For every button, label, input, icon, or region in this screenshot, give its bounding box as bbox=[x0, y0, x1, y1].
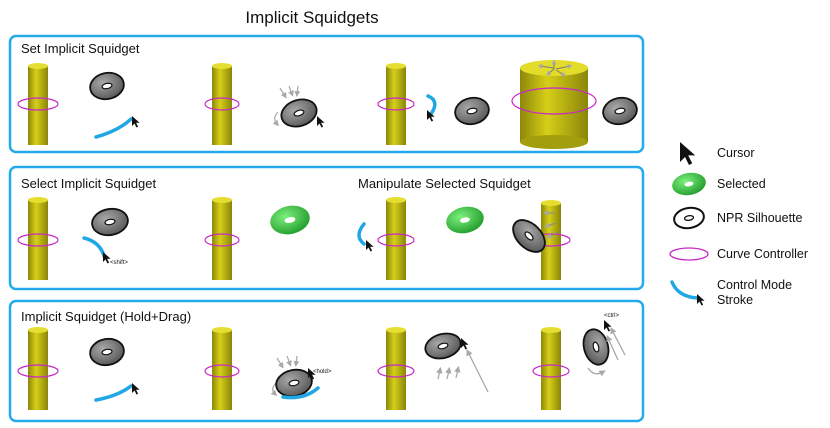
panel-select-frame bbox=[8, 165, 645, 291]
selected-torus-icon bbox=[270, 205, 310, 235]
cursor-icon bbox=[132, 383, 140, 395]
cursor-icon bbox=[308, 368, 316, 380]
drag-arrows-icon bbox=[436, 349, 489, 393]
torus-icon bbox=[89, 71, 125, 101]
panel-hold-frame bbox=[8, 299, 645, 423]
rotate-drag-arrows-icon bbox=[587, 327, 626, 377]
cursor-icon bbox=[604, 320, 612, 332]
panel-title-hold: Implicit Squidget (Hold+Drag) bbox=[21, 309, 191, 324]
legend-label-stroke-line2: Stroke bbox=[717, 293, 753, 307]
torus-icon bbox=[280, 98, 318, 128]
torus-icon bbox=[91, 207, 129, 237]
cylinder-icon bbox=[204, 63, 240, 145]
cursor-icon bbox=[132, 116, 140, 128]
legend-label-cursor: Cursor bbox=[717, 146, 755, 160]
stroke-icon bbox=[670, 280, 700, 300]
cursor-icon bbox=[103, 252, 111, 264]
torus-icon bbox=[602, 96, 638, 126]
cursor-icon bbox=[427, 110, 435, 122]
cursor-icon bbox=[697, 294, 705, 306]
curve-controller-icon bbox=[669, 247, 709, 261]
torus-icon bbox=[424, 332, 462, 360]
cursor-icon bbox=[366, 240, 374, 252]
selected-torus-icon bbox=[446, 206, 484, 234]
npr-silhouette-icon bbox=[673, 206, 705, 230]
cylinder-icon bbox=[17, 63, 59, 145]
stroke-icon bbox=[426, 94, 437, 116]
modifier-shift-label: <shift> bbox=[110, 260, 129, 266]
cylinder-icon bbox=[204, 327, 240, 410]
cylinder-icon bbox=[377, 197, 415, 280]
panel-subtitle-manipulate: Manipulate Selected Squidget bbox=[358, 176, 531, 191]
legend: Cursor Selected NPR Silhouette Curve Con… bbox=[669, 142, 808, 307]
cylinder-icon bbox=[17, 327, 59, 410]
panel-set-frame bbox=[8, 34, 645, 154]
torus-icon bbox=[512, 219, 546, 253]
torus-icon bbox=[454, 96, 490, 126]
cylinder-icon bbox=[377, 63, 415, 145]
cursor-icon bbox=[680, 142, 696, 165]
cylinder-icon bbox=[17, 197, 59, 280]
cylinder-icon bbox=[377, 327, 415, 410]
torus-icon bbox=[582, 328, 610, 366]
cursor-icon bbox=[317, 116, 325, 128]
modifier-hold-label: <hold> bbox=[313, 369, 332, 375]
figure-title: Implicit Squidgets bbox=[245, 8, 378, 27]
rotate-arrows-icon bbox=[543, 210, 559, 239]
legend-label-npr: NPR Silhouette bbox=[717, 211, 803, 225]
scale-arrows-icon bbox=[537, 59, 573, 77]
move-arrows-icon bbox=[270, 355, 300, 397]
cylinder-icon bbox=[532, 327, 570, 410]
panel-title-set: Set Implicit Squidget bbox=[21, 41, 140, 56]
stroke-icon bbox=[82, 236, 106, 258]
panel-title-select: Select Implicit Squidget bbox=[21, 176, 157, 191]
stroke-icon bbox=[281, 386, 320, 400]
modifier-ctrl-label: <ctrl> bbox=[604, 313, 620, 319]
large-cylinder-icon bbox=[511, 60, 597, 149]
legend-label-selected: Selected bbox=[717, 177, 766, 191]
stroke-icon bbox=[94, 384, 133, 402]
torus-icon bbox=[89, 337, 125, 367]
stroke-icon bbox=[94, 117, 133, 139]
selected-torus-icon bbox=[672, 172, 706, 196]
cursor-icon bbox=[461, 338, 469, 350]
stroke-icon bbox=[357, 222, 366, 246]
legend-label-curve: Curve Controller bbox=[717, 247, 808, 261]
move-arrows-icon bbox=[272, 85, 301, 127]
legend-label-stroke-line1: Control Mode bbox=[717, 278, 792, 292]
cylinder-icon bbox=[204, 197, 240, 280]
